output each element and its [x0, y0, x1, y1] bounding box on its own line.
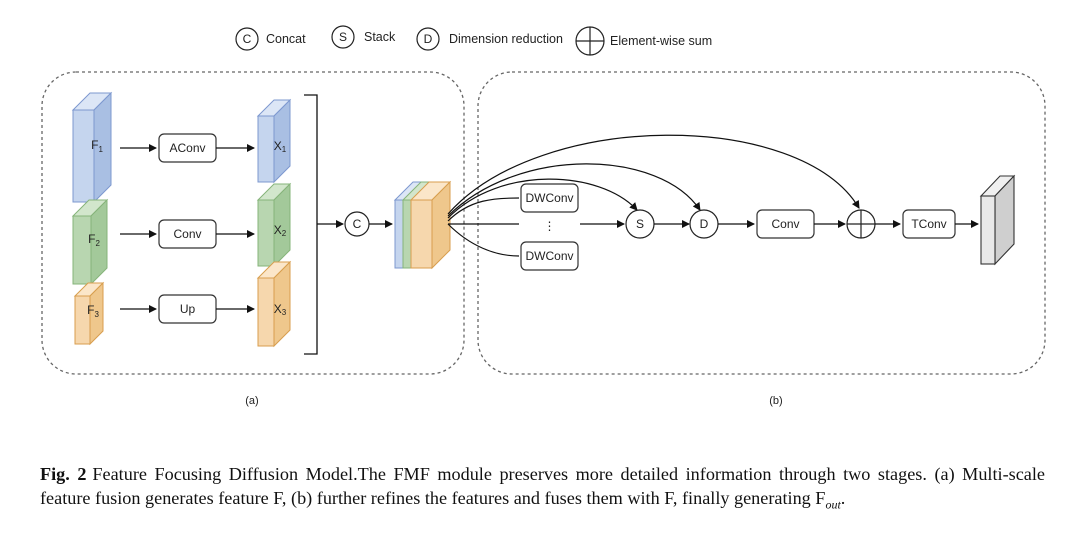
dimension-reduction-symbol: D [424, 32, 433, 46]
dwconv-ellipsis: ⋮ [544, 219, 556, 233]
input-feature-f3 [73, 281, 105, 346]
f1-label: F1 [91, 138, 103, 154]
panel-a-label: (a) [245, 395, 258, 407]
f3-label: F3 [87, 303, 99, 319]
concat-bracket [304, 94, 318, 355]
concat-symbol: C [243, 32, 252, 46]
x3-label: X3 [274, 302, 287, 317]
concat-symbol-icon [235, 27, 259, 51]
input-feature-f1 [71, 91, 113, 204]
caption-end: . [840, 488, 846, 508]
stack-symbol: S [339, 30, 347, 44]
caption-out-subscript: out [825, 497, 841, 512]
concat-node-symbol: C [353, 217, 362, 231]
legend-dimension-reduction-label: Dimension reduction [449, 32, 563, 46]
dwconv-top-label: DWConv [525, 191, 573, 205]
legend: C Concat S Stack D Dimension reduction E… [235, 25, 712, 56]
fused-feature-f [393, 180, 452, 270]
legend-concat-label: Concat [266, 32, 306, 46]
aconv-label: AConv [169, 141, 205, 155]
tconv-label: TConv [911, 217, 946, 231]
input-feature-f2 [71, 198, 109, 286]
stack-node-symbol: S [636, 217, 644, 231]
legend-stack-label: Stack [364, 30, 396, 44]
output-feature-x1 [256, 98, 292, 184]
x2-label: X2 [274, 223, 287, 238]
dimension-reduction-symbol-icon [416, 27, 440, 51]
conv-label-a: Conv [173, 227, 201, 241]
up-label: Up [180, 302, 196, 316]
f2-label: F2 [88, 232, 100, 248]
reduction-node-symbol: D [700, 217, 709, 231]
panel-b-label: (b) [769, 395, 782, 407]
caption-text: Feature Focusing Diffusion Model.The FMF… [40, 464, 1045, 508]
conv-label-b: Conv [771, 217, 799, 231]
legend-element-wise-sum-label: Element-wise sum [610, 34, 712, 48]
output-feature-fout [979, 174, 1016, 266]
output-feature-x3 [256, 260, 292, 348]
stack-symbol-icon [331, 25, 355, 49]
output-feature-x2 [256, 182, 292, 268]
panel-b-border [477, 71, 1046, 375]
element-wise-sum-icon [575, 26, 605, 56]
fmf-diagram: C Concat S Stack D Dimension reduction E… [41, 25, 1046, 407]
x1-label: X1 [274, 139, 287, 154]
dwconv-bottom-box [520, 241, 579, 271]
panel-a-border [41, 71, 465, 375]
dwconv-bottom-label: DWConv [525, 249, 573, 263]
dwconv-top-box [520, 183, 579, 213]
figure-label: Fig. 2 [40, 464, 87, 484]
element-wise-sum-node [846, 209, 876, 239]
